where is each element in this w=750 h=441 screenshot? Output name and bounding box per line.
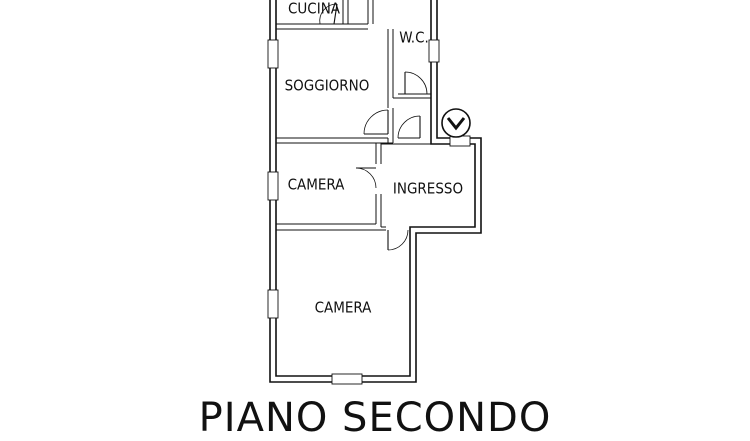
window-camera-small — [267, 171, 279, 201]
room-label-ingresso: INGRESSO — [393, 180, 463, 198]
entrance-arrow-icon — [441, 108, 471, 138]
doors — [319, 3, 428, 251]
window-camera-large-bottom — [331, 373, 363, 385]
wall-soggiorno-right — [387, 29, 394, 108]
wall-wc-bottom — [393, 93, 431, 99]
door-camera-large — [387, 229, 409, 251]
window-camera-large-left — [267, 289, 279, 319]
room-label-cucina: CUCINA — [288, 0, 341, 18]
door-wc — [404, 71, 428, 95]
floor-plan: CUCINA W.C. SOGGIORNO CAMERA INGRESSO CA… — [267, 0, 482, 385]
wall-camera-small-bottom — [276, 223, 386, 231]
room-label-camera-large: CAMERA — [315, 299, 373, 317]
interior-walls — [276, 0, 475, 231]
room-label-camera-small: CAMERA — [288, 176, 346, 194]
window-soggiorno — [267, 39, 279, 69]
door-soggiorno — [363, 109, 389, 135]
windows — [267, 39, 471, 385]
wall-camera-small-right — [375, 143, 382, 227]
room-labels: CUCINA W.C. SOGGIORNO CAMERA INGRESSO CA… — [285, 0, 464, 317]
window-wc — [428, 39, 440, 63]
wall-soggiorno-bottom — [276, 137, 393, 144]
room-label-soggiorno: SOGGIORNO — [285, 77, 370, 95]
wall-corridor-right — [387, 108, 394, 143]
wall-cucina-right — [342, 0, 349, 24]
wall-cucina-bottom — [276, 23, 368, 30]
room-label-wc: W.C. — [399, 29, 429, 47]
door-corridor — [397, 115, 421, 139]
exterior-wall-outer — [269, 0, 482, 383]
door-camera-small — [355, 167, 377, 189]
door-cucina — [319, 3, 338, 25]
window-ingresso — [449, 135, 471, 147]
floor-title: PIANO SECONDO — [198, 395, 552, 441]
wall-wc-left — [367, 0, 374, 24]
